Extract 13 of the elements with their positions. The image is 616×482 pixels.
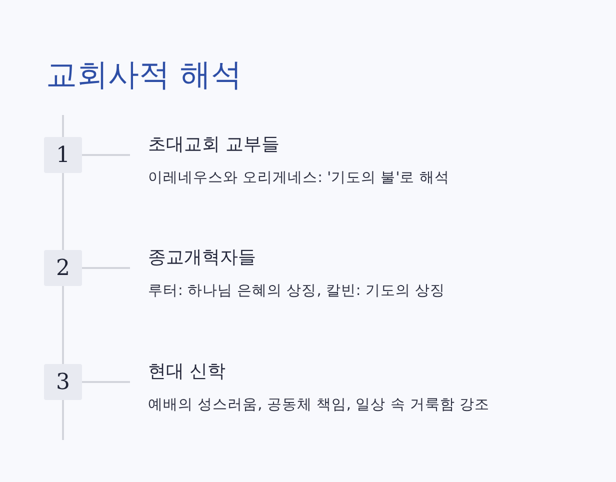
connector-line	[82, 381, 130, 383]
step-heading: 현대 신학	[148, 360, 227, 383]
step-number: 2	[44, 250, 82, 286]
step-number: 3	[44, 364, 82, 400]
connector-line	[82, 154, 130, 156]
step-description: 예배의 성스러움, 공동체 책임, 일상 속 거룩함 강조	[148, 396, 490, 414]
title: 교회사적 해석	[46, 56, 242, 95]
step-description: 루터: 하나님 은혜의 상징, 칼빈: 기도의 상징	[148, 282, 446, 300]
step-description: 이레네우스와 오리게네스: '기도의 불'로 해석	[148, 169, 450, 187]
step-number: 1	[44, 137, 82, 173]
step-heading: 초대교회 교부들	[148, 133, 281, 156]
connector-line	[82, 267, 130, 269]
step-heading: 종교개혁자들	[148, 246, 257, 269]
